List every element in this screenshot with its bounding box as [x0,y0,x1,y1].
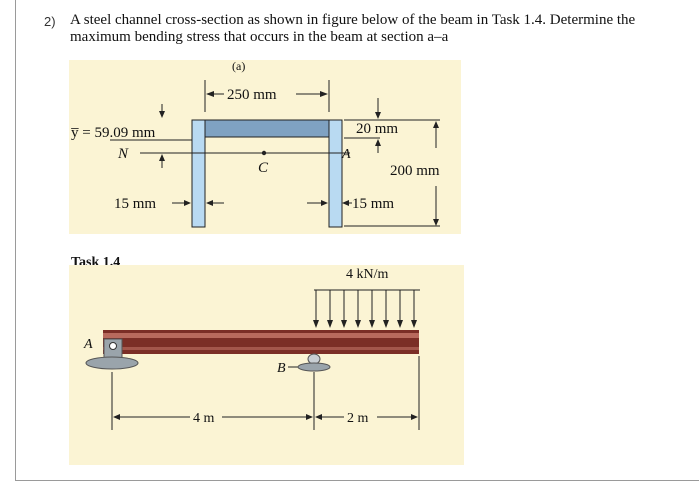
support-a-base [85,356,139,370]
width-dim-arrow-left [206,91,214,97]
right-web-thickness-label: 15 mm [352,196,394,212]
centroid-label: C [258,160,269,176]
span-2-label: 2 m [347,411,369,426]
support-a-pin [109,342,117,350]
section-figure-panel [69,60,461,234]
span-2-arrow-right [411,414,418,420]
width-dim-arrow-right [320,91,328,97]
load-label: 4 kN/m [346,267,389,282]
height-dim-label: 200 mm [390,163,440,179]
question-frame [15,0,699,481]
beam-top-highlight [103,333,419,338]
section-cut-label: (a) [232,59,245,73]
span-1-arrow-right [306,414,313,420]
span-2-arrow-left [315,414,322,420]
right-web [328,119,343,228]
left-web-dim-arrow-in-head [184,200,191,206]
support-b-label: B [277,361,286,376]
right-web-dim-arrow-out-head [342,200,349,206]
question-text: A steel channel cross-section as shown i… [70,12,636,45]
support-a-label: A [83,337,93,352]
axis-end-label: A [341,147,351,162]
span-1-arrow-left [113,414,120,420]
top-flange [204,119,330,138]
neutral-axis-label: N [117,146,129,162]
right-web-dim-arrow-in-head [321,200,328,206]
flange-dim-arrow-top-head [375,112,381,119]
left-web-dim-arrow-out-head [206,200,213,206]
beam-bottom-highlight [103,347,419,350]
span-1-label: 4 m [193,411,215,426]
ybar-arrow-bottom-head [159,154,165,161]
centroid-dot [261,150,267,156]
left-web [191,119,206,228]
load-arrows [315,290,415,322]
load-arrow-heads [313,320,417,328]
ybar-label: y̅ = 59.09 mm [71,125,156,141]
support-b-base [297,362,331,372]
height-dim-arrow-top [433,121,439,128]
flange-dim-arrow-bottom-head [375,139,381,146]
question-number: 2) [44,14,56,29]
left-web-thickness-label: 15 mm [114,196,156,212]
height-dim-arrow-bottom [433,219,439,226]
flange-thickness-label: 20 mm [356,121,398,137]
ybar-arrow-top-head [159,111,165,118]
width-dim-label: 250 mm [227,87,277,103]
